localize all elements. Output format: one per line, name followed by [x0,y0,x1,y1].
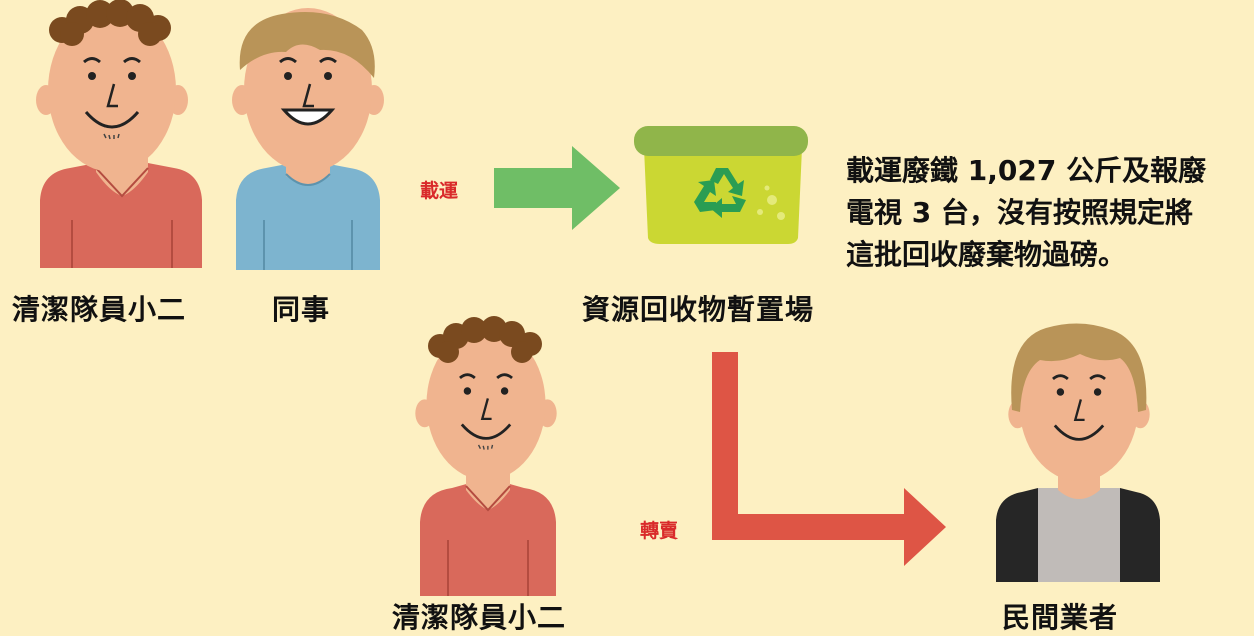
colleague-figure [230,6,386,270]
dealer-label: 民間業者 [1002,601,1119,634]
recycle-bin-icon [634,126,808,244]
description-text: 載運廢鐵 1,027 公斤及報廢 電視 3 台，沒有按照規定將 這批回收廢棄物過… [846,150,1246,276]
transport-label: 載運 [420,180,459,202]
description-line-3: 這批回收廢棄物過磅。 [846,238,1127,271]
description-line-1: 載運廢鐵 1,027 公斤及報廢 [846,154,1207,187]
red-l-arrow [712,352,946,566]
site-label: 資源回收物暫置場 [582,293,815,326]
cleaner-label-bottom: 清潔隊員小二 [392,601,567,634]
dealer-figure [996,323,1160,582]
cleaner-label-top: 清潔隊員小二 [12,293,187,326]
description-line-2: 電視 3 台，沒有按照規定將 [846,196,1193,229]
cleaner-figure [34,0,202,268]
resell-label: 轉賣 [640,520,679,542]
cleaner-figure-bottom [413,316,559,596]
colleague-label: 同事 [272,293,331,326]
green-arrow [494,146,620,230]
